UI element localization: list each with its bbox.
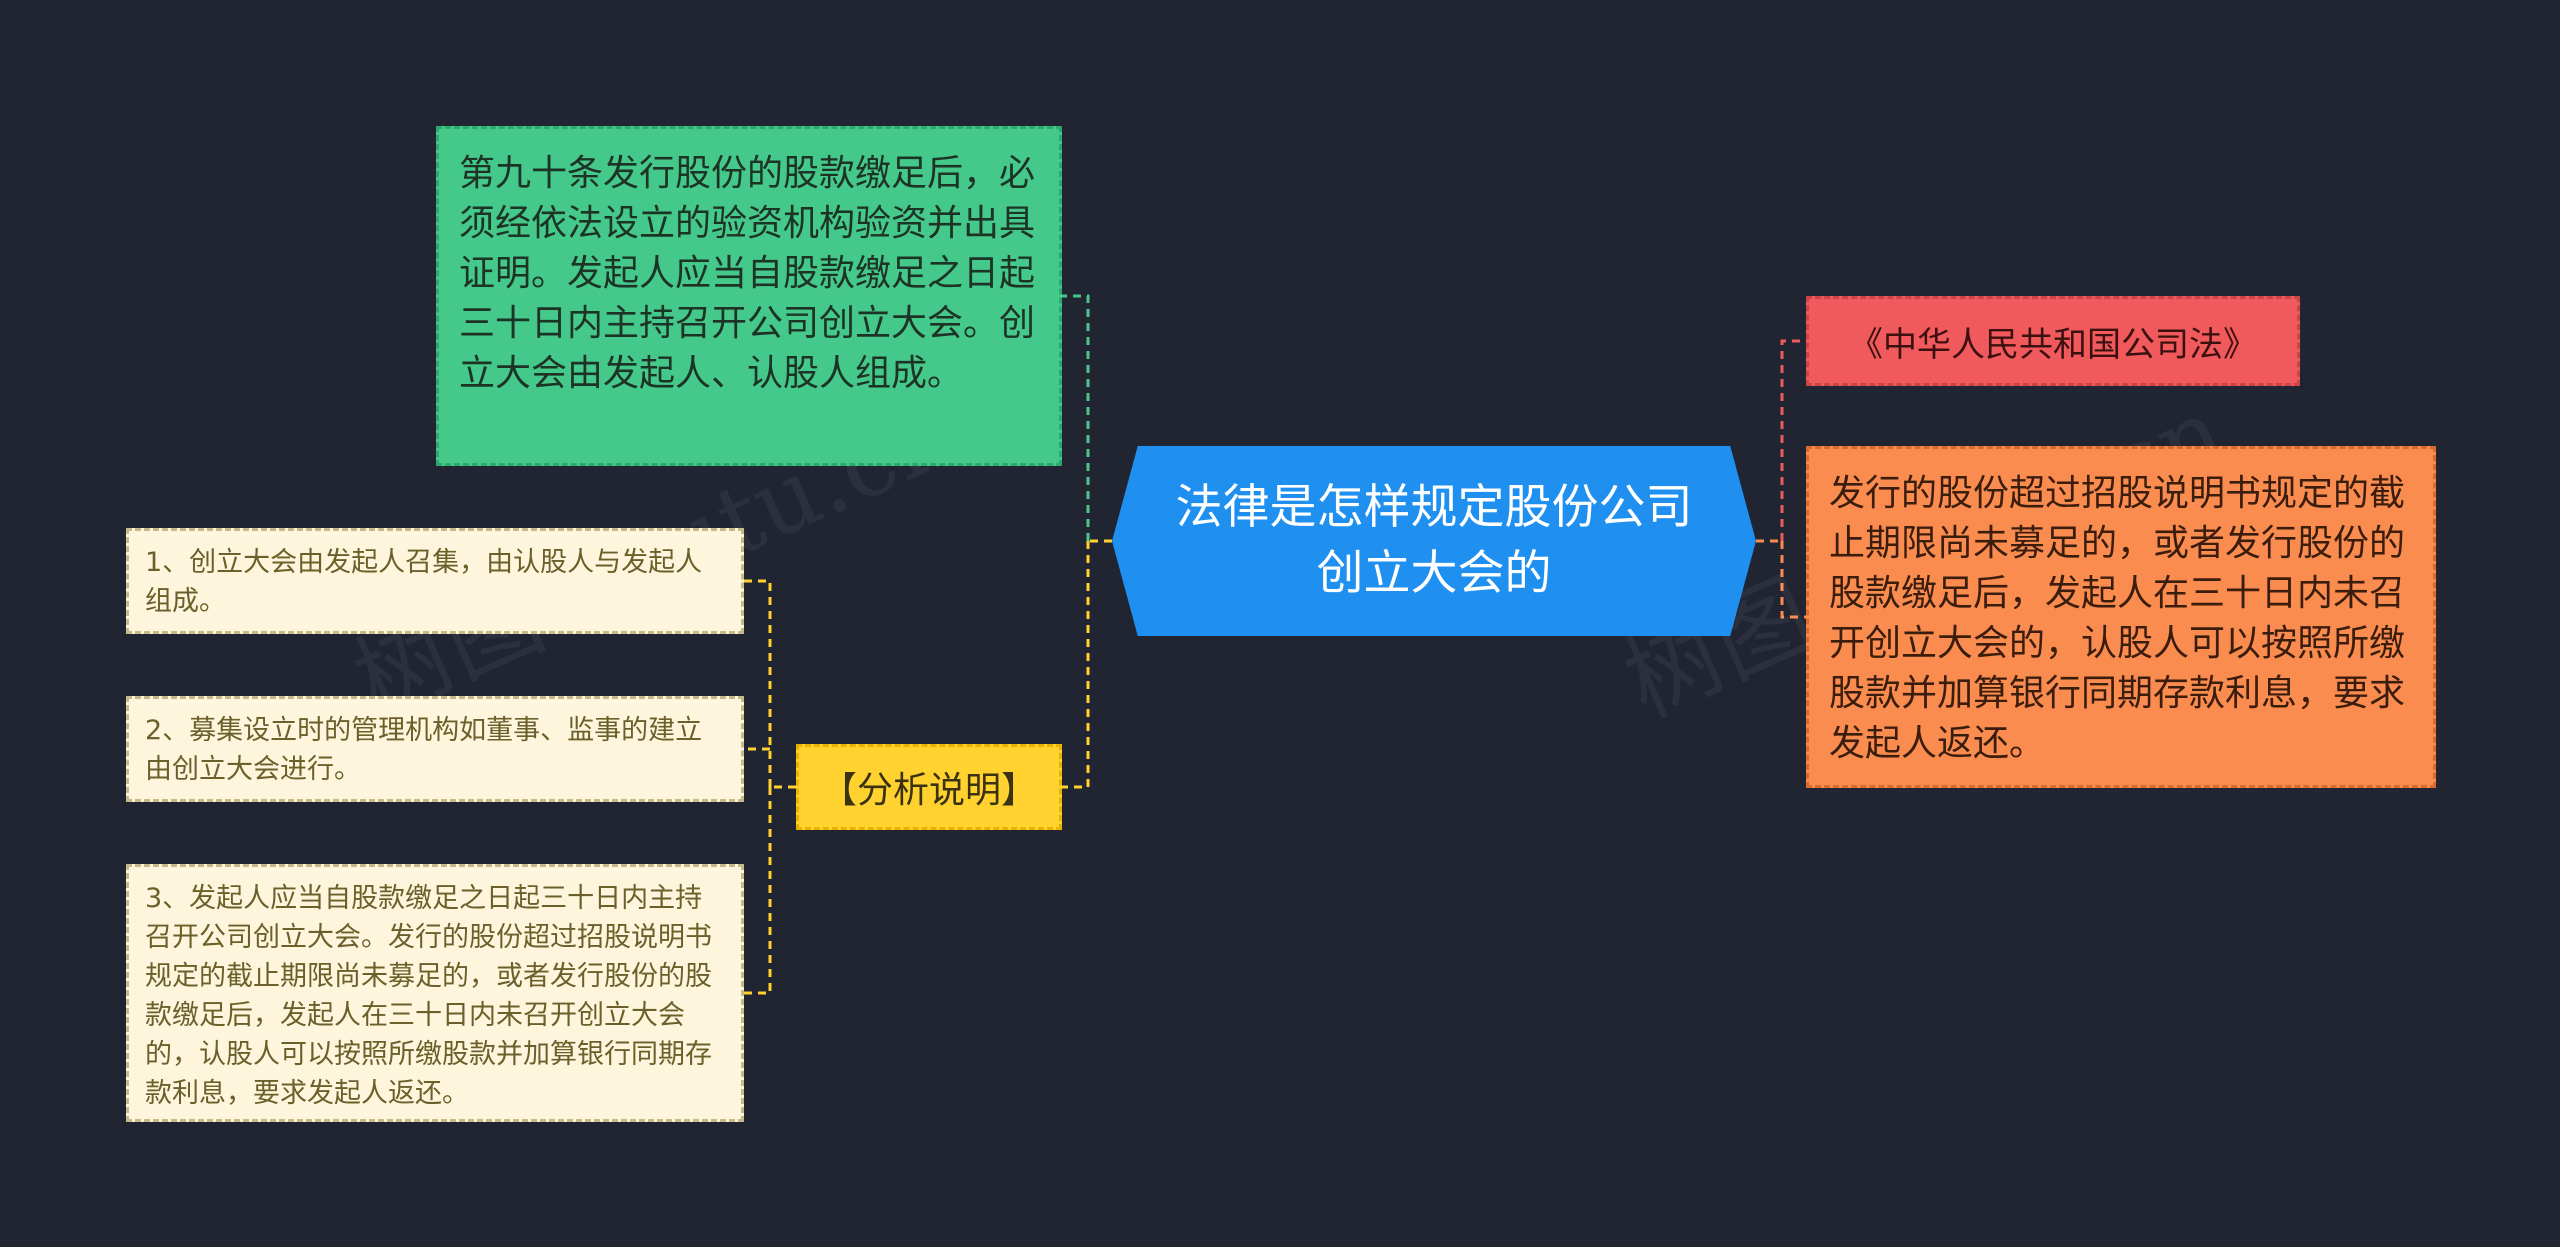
analysis-label: 【分析说明】 (820, 770, 1037, 811)
connector-red (1780, 339, 1806, 541)
article-node[interactable]: 第九十条发行股份的股款缴足后，必须经依法设立的验资机构验资并出具证明。发起人应当… (436, 126, 1062, 466)
law-detail-text: 发行的股份超过招股说明书规定的截止期限尚未募足的，或者发行股份的股款缴足后，发起… (1829, 473, 2406, 764)
analysis-item-text: 1、创立大会由发起人召集，由认股人与发起人组成。 (145, 547, 703, 617)
article-text: 第九十条发行股份的股款缴足后，必须经依法设立的验资机构验资并出具证明。发起人应当… (459, 153, 1036, 394)
law-title-text: 《中华人民共和国公司法》 (1849, 324, 2257, 365)
law-title-node[interactable]: 《中华人民共和国公司法》 (1806, 296, 2300, 386)
analysis-node[interactable]: 【分析说明】 (796, 744, 1062, 830)
central-topic-text: 法律是怎样规定股份公司创立大会的 (1175, 480, 1693, 601)
analysis-item-3[interactable]: 3、发起人应当自股款缴足之日起三十日内主持召开公司创立大会。发行的股份超过招股说… (126, 864, 744, 1122)
analysis-item-2[interactable]: 2、募集设立时的管理机构如董事、监事的建立由创立大会进行。 (126, 696, 744, 802)
analysis-item-text: 3、发起人应当自股款缴足之日起三十日内主持召开公司创立大会。发行的股份超过招股说… (145, 883, 712, 1109)
connector-note-1 (744, 579, 772, 787)
connector-analysis (1062, 541, 1090, 789)
analysis-item-1[interactable]: 1、创立大会由发起人召集，由认股人与发起人组成。 (126, 528, 744, 634)
connector-orange (1780, 541, 1806, 619)
connector-green (1062, 294, 1090, 541)
central-topic-node[interactable]: 法律是怎样规定股份公司创立大会的 (1112, 446, 1756, 636)
connector-note-3 (744, 787, 772, 995)
analysis-item-text: 2、募集设立时的管理机构如董事、监事的建立由创立大会进行。 (145, 715, 703, 785)
law-detail-node[interactable]: 发行的股份超过招股说明书规定的截止期限尚未募足的，或者发行股份的股款缴足后，发起… (1806, 446, 2436, 788)
